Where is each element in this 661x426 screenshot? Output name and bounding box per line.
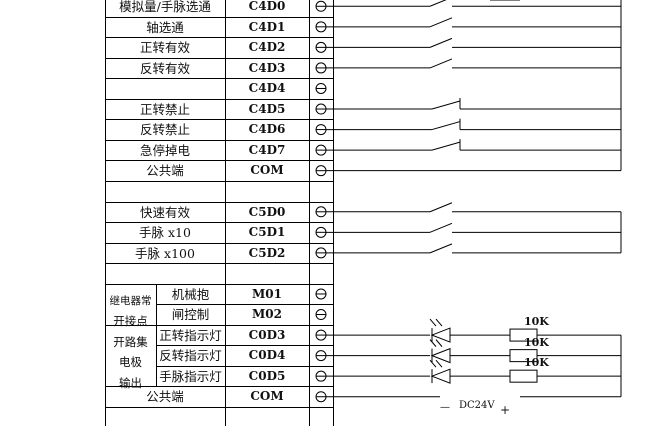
switch-blade-open — [429, 17, 453, 28]
grid-row-line — [156, 366, 333, 367]
terminal-code: C0D5 — [248, 369, 286, 383]
grid-row-line — [105, 140, 333, 141]
terminal-code: C5D0 — [248, 205, 286, 219]
grid-row-line — [105, 263, 333, 264]
grid-row-line — [105, 284, 333, 285]
signal-label: 反转指示灯 — [159, 348, 222, 363]
grid-column-line — [105, 0, 106, 426]
led-diode-icon — [430, 347, 451, 364]
switch-blade-open — [429, 0, 447, 7]
grid-column-line — [333, 0, 334, 426]
grid-row-line — [105, 58, 333, 59]
grid-column-line — [309, 0, 310, 426]
led-arrow — [435, 318, 443, 327]
resistor-label: 10K — [524, 356, 549, 369]
terminal-code: C4D3 — [248, 61, 286, 75]
oc-group-label-1: 开路集 — [113, 334, 148, 349]
terminal-code: C0D4 — [248, 348, 286, 362]
signal-label: 手脉 x10 — [139, 225, 191, 240]
terminal-code: C4D2 — [248, 40, 286, 54]
led-arrow — [429, 318, 437, 327]
signal-label: 手脉指示灯 — [159, 369, 222, 384]
terminal-code: COM — [250, 389, 284, 403]
signal-label: 闸控制 — [171, 307, 210, 322]
terminal-code: C4D0 — [248, 0, 286, 13]
grid-row-line — [105, 407, 333, 408]
resistor-label: 10K — [524, 315, 549, 328]
terminal-code: M02 — [252, 307, 282, 321]
relay-group-label-1: 继电器常 — [109, 294, 152, 307]
grid-row-line — [105, 17, 333, 18]
signal-label: 急停掉电 — [139, 143, 190, 158]
switch-blade-open — [429, 243, 453, 254]
terminal-code: COM — [250, 163, 284, 177]
grid-row-line — [105, 325, 333, 326]
signal-label: 反转有效 — [139, 61, 190, 76]
grid-row-line — [105, 37, 333, 38]
switch-blade-closed — [431, 141, 461, 151]
grid-group-divider — [156, 284, 157, 387]
switch-blade-open — [429, 58, 453, 69]
signal-label: 手脉 x100 — [135, 246, 195, 261]
terminal-code: M01 — [252, 287, 282, 301]
grid-row-line — [105, 160, 333, 161]
switch-blade-closed — [431, 121, 461, 131]
signal-label: 模拟量/手脉选通 — [119, 0, 211, 14]
terminal-code: C0D3 — [248, 328, 286, 342]
terminal-code: C5D2 — [248, 246, 286, 260]
switch-blade-open — [429, 37, 453, 48]
grid-row-line — [105, 386, 333, 387]
supply-minus: — — [440, 402, 450, 413]
terminal-code: C4D4 — [248, 81, 286, 95]
led-arrow — [435, 339, 443, 347]
grid-row-line — [156, 345, 333, 346]
switch-blade-open — [429, 222, 453, 233]
oc-group-label-2: 电极 — [119, 354, 142, 369]
terminal-code: C4D6 — [248, 122, 286, 136]
terminal-code: C4D7 — [248, 143, 286, 157]
led-arrow — [429, 359, 437, 368]
signal-label: 快速有效 — [139, 205, 190, 220]
relay-group-label-2: 开接点 — [113, 313, 148, 328]
grid-row-line — [105, 243, 333, 244]
signal-label: 公共端 — [146, 163, 184, 178]
switch-blade-closed — [431, 100, 461, 110]
signal-label: 反转禁止 — [139, 122, 190, 137]
led-arrow — [435, 359, 443, 368]
supply-plus: + — [500, 403, 511, 417]
signal-label: 轴选通 — [146, 20, 184, 35]
oc-group-label-3: 输出 — [119, 375, 142, 390]
terminal-code: C5D1 — [248, 225, 286, 239]
grid-column-line — [225, 0, 226, 426]
grid-row-line — [105, 181, 333, 182]
grid-row-line — [105, 119, 333, 120]
signal-label: 正转禁止 — [139, 102, 190, 117]
resistor-label: 10K — [524, 336, 549, 349]
grid-row-line — [105, 202, 333, 203]
signal-label: 公共端 — [146, 389, 184, 404]
signal-label: 正转有效 — [139, 40, 190, 55]
signal-label: 正转指示灯 — [159, 328, 222, 343]
signal-label: 机械抱 — [171, 287, 210, 302]
switch-blade-open — [429, 202, 453, 213]
terminal-code: C4D1 — [248, 20, 286, 34]
resistor-icon — [509, 369, 538, 383]
led-diode-icon — [430, 327, 451, 343]
grid-row-line — [156, 304, 333, 305]
led-arrow — [429, 339, 437, 347]
supply-label: DC24V — [459, 400, 495, 411]
led-diode-icon — [430, 368, 451, 384]
grid-row-line — [105, 78, 333, 79]
grid-row-line — [105, 222, 333, 223]
grid-row-line — [105, 99, 333, 100]
terminal-code: C4D5 — [248, 102, 286, 116]
